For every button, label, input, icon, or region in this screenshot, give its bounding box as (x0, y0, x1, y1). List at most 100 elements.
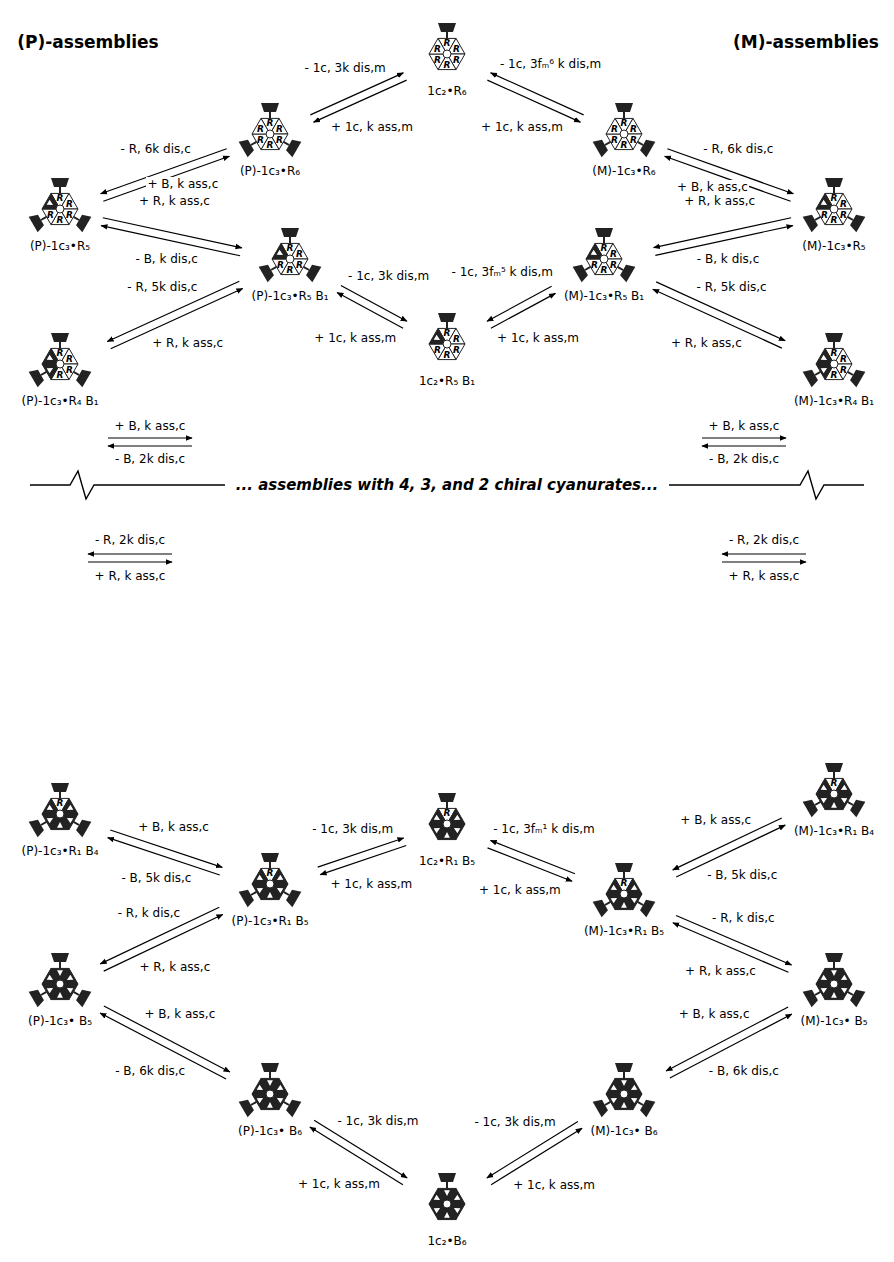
truncated-arrow (108, 445, 192, 446)
panel-heading: (P)-assemblies (16, 32, 159, 52)
edge-layer (100, 73, 793, 1185)
assembly-node: (P)-1c₃• B₆ (234, 1058, 306, 1137)
substituent-label: R (66, 210, 73, 219)
substituent-label: R (276, 135, 283, 144)
rate-label: - R, k dis,c (711, 911, 776, 925)
substituent-label: R (47, 210, 54, 219)
rate-label: + R, k ass,c (670, 336, 743, 350)
substituent-label: R (444, 61, 451, 70)
assembly-node: 1c₂•R₆RRRRRR (411, 18, 483, 97)
assembly-icon (592, 1058, 656, 1122)
assembly-label: 1c₂•B₆ (427, 1234, 466, 1248)
truncated-arrow (88, 561, 172, 562)
rate-label: - B, 6k dis,c (114, 1064, 186, 1078)
truncated-arrow (722, 553, 806, 554)
rate-label: + 1c, k ass,m (329, 877, 413, 891)
rate-label: - B, 2k dis,c (708, 452, 780, 466)
substituent-label: R (601, 266, 608, 275)
panel-heading: (M)-assemblies (732, 32, 880, 52)
equilibrium-arrow (310, 73, 403, 115)
assembly-label: (P)-1c₃•R₅ B₁ (251, 289, 328, 303)
assembly-node: 1c₂•R₁ B₅R (411, 788, 483, 867)
assembly-label: (P)-1c₃•R₁ B₄ (21, 844, 98, 858)
break-line (669, 471, 864, 499)
rate-label: + R, k ass,c (728, 569, 801, 583)
assembly-node: (M)-1c₃•R₁ B₅R (580, 858, 669, 937)
assembly-node: (M)-1c₃•R₁ B₄ R (790, 758, 879, 837)
rate-label: + B, k ass,c (114, 419, 187, 433)
substituent-label: R (453, 44, 460, 53)
rate-label: - 1c, 3k dis,m (347, 269, 430, 283)
rate-label: - R, 5k dis,c (126, 280, 198, 294)
rate-label: + 1c, k ass,m (297, 1177, 381, 1191)
assembly-label: (M)-1c₃•R₅ (802, 239, 865, 253)
substituent-label: R (610, 249, 617, 258)
substituent-label: R (257, 124, 264, 133)
equilibrium-arrow (107, 281, 239, 341)
section-break (30, 471, 864, 499)
substituent-label: R (840, 365, 847, 374)
rate-label: - 1c, 3k dis,m (336, 1114, 419, 1128)
equilibrium-arrow (487, 286, 552, 321)
rate-label: - 1c, 3k dis,m (311, 822, 394, 836)
equilibrium-arrow (110, 830, 222, 867)
assembly-icon (572, 223, 636, 287)
assembly-label: (P)-1c₃• B₅ (28, 1014, 92, 1028)
substituent-label: R (840, 210, 847, 219)
substituent-label: R (276, 124, 283, 133)
substituent-label: R (610, 260, 617, 269)
equilibrium-arrow (103, 218, 242, 248)
assembly-node: (P)-1c₃•R₁ B₅R (227, 848, 313, 927)
substituent-label: R (621, 119, 628, 128)
assembly-label: (P)-1c₃•R₄ B₁ (21, 394, 98, 408)
assembly-icon (28, 948, 92, 1012)
substituent-label: R (453, 334, 460, 343)
equilibrium-arrow (491, 293, 556, 328)
substituent-label: R (296, 249, 303, 258)
substituent-label: R (831, 216, 838, 225)
assembly-node: (P)-1c₃•R₅ B₁RRRRR (247, 223, 333, 302)
assembly-label: (M)-1c₃•R₄ B₁ (794, 394, 874, 408)
substituent-label: R (287, 266, 294, 275)
equilibrium-arrow (111, 289, 243, 349)
substituent-label: R (831, 194, 838, 203)
assembly-node: (M)-1c₃•R₅ B₁RRRRR (560, 223, 649, 302)
assembly-label: (P)-1c₃• B₆ (238, 1124, 302, 1138)
rate-label: + R, k ass,c (94, 569, 167, 583)
assembly-node: (P)-1c₃• B₅ (24, 948, 96, 1027)
substituent-label: R (453, 55, 460, 64)
substituent-label: R (57, 194, 64, 203)
rate-label: - B, 2k dis,c (114, 452, 186, 466)
rate-label: - B, 5k dis,c (120, 871, 192, 885)
substituent-label: R (66, 354, 73, 363)
assembly-node: 1c₂•R₅ B₁RRRRR (411, 308, 483, 387)
assembly-icon (802, 758, 866, 822)
substituent-label: R (444, 351, 451, 360)
assembly-node: (P)-1c₃•R₅RRRRR (24, 173, 96, 252)
assembly-label: (M)-1c₃• B₅ (800, 1014, 867, 1028)
assembly-node: 1c₂•B₆ (411, 1168, 483, 1247)
substituent-label: R (831, 371, 838, 380)
substituent-label: R (66, 365, 73, 374)
assembly-label: (P)-1c₃•R₁ B₅ (231, 914, 308, 928)
rate-label: - B, 5k dis,c (706, 868, 778, 882)
equilibrium-arrow (100, 1013, 226, 1079)
assembly-node: (M)-1c₃•R₆RRRRRR (588, 98, 660, 177)
assembly-icon (415, 18, 479, 82)
rate-label: - 1c, 3k dis,m (304, 61, 387, 75)
assembly-icon (238, 98, 302, 162)
assembly-node: (M)-1c₃•R₄ B₁RRRR (790, 328, 879, 407)
rate-label: - 1c, 3k dis,m (473, 1115, 556, 1129)
substituent-label: R (840, 199, 847, 208)
assembly-label: (M)-1c₃•R₁ B₄ (794, 824, 874, 838)
rate-label: + 1c, k ass,m (313, 331, 397, 345)
truncated-arrow (702, 437, 786, 438)
substituent-label: R (831, 779, 838, 788)
rate-label: + 1c, k ass,m (478, 883, 562, 897)
assembly-label: (M)-1c₃• B₆ (590, 1124, 657, 1138)
substituent-label: R (611, 135, 618, 144)
rate-label: + 1c, k ass,m (330, 120, 414, 134)
equilibrium-arrow (491, 73, 584, 115)
equilibrium-arrow (654, 218, 792, 248)
